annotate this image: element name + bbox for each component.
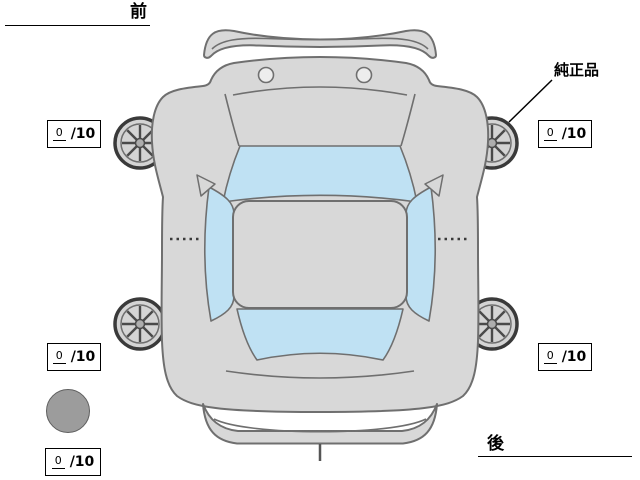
tire-score-front-right: 0 /10 xyxy=(538,120,592,148)
tire-score-rear-left-max: /10 xyxy=(70,349,96,365)
genuine-part-pointer-line xyxy=(508,79,553,123)
hood-line xyxy=(232,86,408,96)
hood-circle-right xyxy=(355,66,373,84)
side-window-left xyxy=(203,186,235,322)
genuine-part-label: 純正品 xyxy=(554,61,599,79)
front-label-text: 前 xyxy=(130,2,147,22)
tire-score-rear-right: 0 /10 xyxy=(538,343,592,371)
side-mirror-left xyxy=(196,174,216,197)
tire-score-rear-left-value: 0 xyxy=(52,349,66,365)
tire-score-rear-left: 0 /10 xyxy=(47,343,101,371)
side-window-right xyxy=(405,186,437,322)
tire-score-front-left-max: /10 xyxy=(70,126,96,142)
roof-panel xyxy=(232,200,408,309)
front-bumper-trim-line xyxy=(211,37,429,50)
tire-score-front-left: 0 /10 xyxy=(47,120,101,148)
spare-tire-icon xyxy=(46,389,90,433)
windshield xyxy=(222,145,418,203)
tire-score-rear-right-max: /10 xyxy=(561,349,587,365)
tire-score-spare-max: /10 xyxy=(69,454,95,470)
tire-score-rear-right-value: 0 xyxy=(543,349,557,365)
rear-label: 後 xyxy=(478,433,632,457)
rear-label-text: 後 xyxy=(487,434,504,454)
rear-bumper xyxy=(202,403,438,445)
tire-score-front-right-max: /10 xyxy=(561,126,587,142)
front-bumper xyxy=(203,29,437,59)
front-label: 前 xyxy=(5,1,150,26)
hood-crease-left xyxy=(224,93,240,147)
tire-score-spare: 0 /10 xyxy=(45,448,101,476)
rear-window xyxy=(236,308,404,361)
hood-crease-right xyxy=(400,93,416,147)
tire-score-front-left-value: 0 xyxy=(52,126,66,142)
genuine-part-label-text: 純正品 xyxy=(554,61,600,79)
side-mirror-right xyxy=(424,174,444,197)
tire-score-spare-value: 0 xyxy=(51,454,65,470)
trunk-line xyxy=(225,370,415,379)
tire-score-front-right-value: 0 xyxy=(543,126,557,142)
hood-circle-left xyxy=(257,66,275,84)
rear-bumper-trim-line xyxy=(213,418,427,433)
wheel-rear-left-icon xyxy=(113,297,167,351)
